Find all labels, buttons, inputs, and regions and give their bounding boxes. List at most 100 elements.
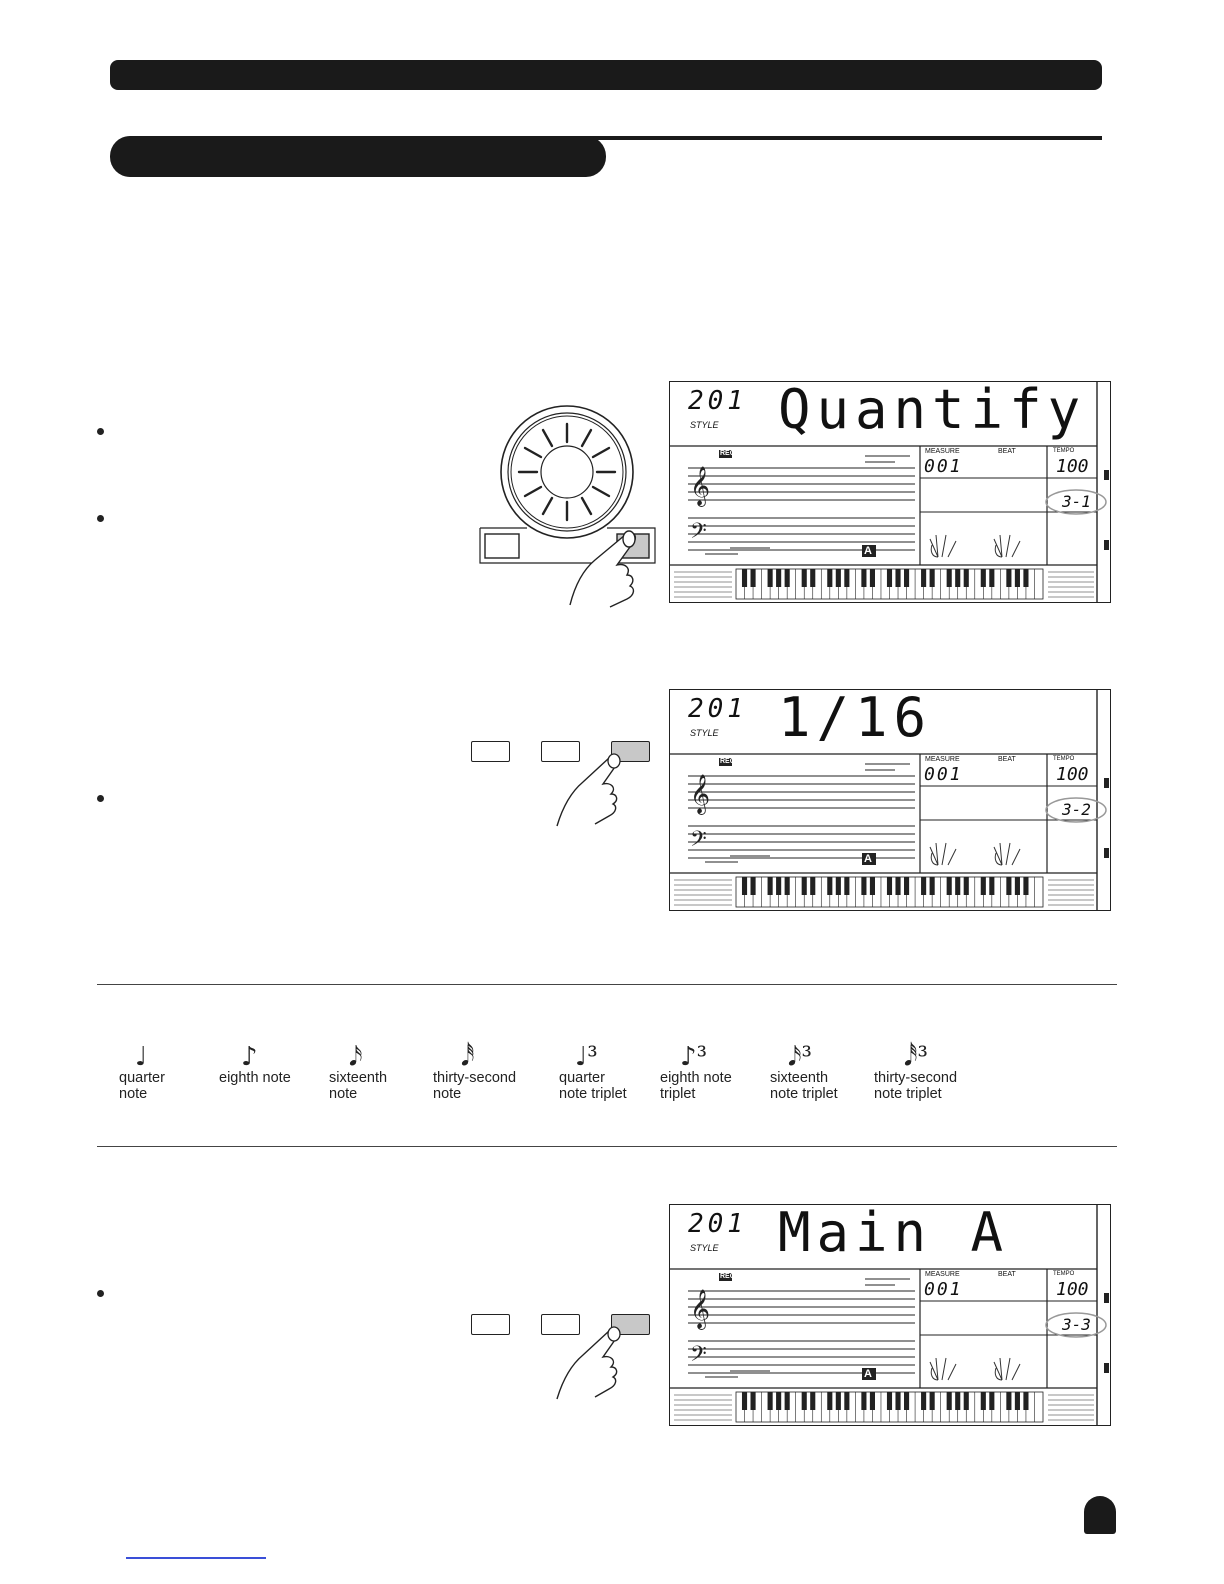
measure-label: MEASURE — [925, 448, 960, 455]
bullet-point — [97, 1290, 104, 1297]
black-key — [835, 877, 841, 895]
black-key — [929, 569, 935, 587]
black-key — [989, 1392, 995, 1410]
sixteenth-note-icon: 𝅘𝅥𝅯 — [349, 1042, 363, 1072]
function-button-1[interactable] — [471, 1314, 510, 1335]
black-key — [1006, 569, 1012, 587]
black-key — [921, 1392, 927, 1410]
function-button-3[interactable] — [611, 1314, 650, 1335]
measure-label: MEASURE — [925, 1271, 960, 1278]
black-key — [1014, 877, 1020, 895]
note-eighth-triplet: ♪³ eighth note triplet — [660, 1044, 760, 1102]
lcd-main-text: 1/16 — [778, 686, 933, 749]
function-button-1[interactable] — [471, 741, 510, 762]
minus-button[interactable] — [484, 533, 520, 559]
black-key — [784, 1392, 790, 1410]
black-key — [1006, 1392, 1012, 1410]
function-button-2[interactable] — [541, 741, 580, 762]
black-key — [963, 569, 969, 587]
lcd-main-text: Main A — [778, 1201, 1010, 1264]
black-key — [784, 569, 790, 587]
black-key — [776, 569, 782, 587]
black-key — [741, 569, 748, 587]
step-callout: 3-2 — [1062, 800, 1091, 819]
eighth-triplet-icon: ♪³ — [680, 1042, 708, 1072]
black-key — [1006, 877, 1012, 895]
style-number: 201 — [688, 1209, 747, 1239]
note-label: thirty-second — [433, 1070, 517, 1086]
style-label: STYLE — [690, 420, 719, 430]
note-label: thirty-second — [874, 1070, 958, 1086]
quarter-note-icon: ♩ — [135, 1042, 148, 1072]
black-key — [750, 569, 756, 587]
measure-label: MEASURE — [925, 756, 960, 763]
note-label: note triplet — [559, 1086, 627, 1102]
lcd-display-2: 𝄞 𝄢 201 STYLE 1/16 REC MEASURE BEAT TEMP… — [669, 686, 1111, 911]
black-key — [989, 877, 995, 895]
black-key — [929, 877, 935, 895]
thirty-second-note-icon: 𝅘𝅥𝅰 — [461, 1042, 475, 1072]
style-number: 201 — [688, 386, 747, 416]
svg-text:𝄞: 𝄞 — [690, 774, 710, 815]
note-quarter: ♩ quarter note — [119, 1044, 219, 1102]
pressing-finger-icon — [556, 1326, 621, 1400]
section-indicator: A — [864, 853, 872, 865]
beat-label: BEAT — [998, 448, 1016, 455]
rec-label: REC — [720, 758, 735, 765]
black-key — [886, 569, 893, 587]
black-key — [801, 569, 807, 587]
treble-clef-icon: 𝄞 — [690, 466, 710, 507]
note-label: sixteenth — [329, 1070, 388, 1086]
black-key — [869, 569, 876, 587]
data-dial-icon[interactable] — [500, 405, 634, 539]
black-key — [827, 569, 833, 587]
black-key — [810, 569, 816, 587]
black-key — [844, 569, 850, 587]
section-rule — [560, 136, 1102, 140]
black-key — [776, 877, 782, 895]
black-key — [776, 1392, 782, 1410]
black-key — [861, 569, 867, 587]
note-label: sixteenth — [770, 1070, 829, 1086]
bass-clef-icon: 𝄢 — [690, 519, 707, 549]
style-label: STYLE — [690, 728, 719, 738]
black-key — [844, 877, 850, 895]
beat-label: BEAT — [998, 1271, 1016, 1278]
eighth-note-icon: ♪ — [241, 1042, 258, 1072]
black-key — [741, 877, 748, 895]
black-key — [903, 1392, 910, 1410]
black-key — [946, 1392, 952, 1410]
black-key — [1023, 569, 1029, 587]
black-key — [946, 877, 952, 895]
pressing-finger-icon — [569, 530, 637, 608]
note-label: note — [329, 1086, 358, 1102]
black-key — [895, 1392, 901, 1410]
lcd-display-1: 𝄞 𝄢 201 STYLE Quantify REC MEASURE BEAT … — [669, 378, 1111, 603]
function-button-2[interactable] — [541, 1314, 580, 1335]
black-key — [741, 1392, 748, 1410]
black-key — [929, 1392, 935, 1410]
black-key — [955, 877, 961, 895]
function-button-3[interactable] — [611, 741, 650, 762]
pressing-finger-icon — [556, 753, 621, 827]
bullet-point — [97, 428, 104, 435]
svg-text:𝄞: 𝄞 — [690, 1289, 710, 1330]
tempo-value: 100 — [1056, 764, 1089, 785]
black-key — [810, 877, 816, 895]
note-sixteenth-triplet: 𝅘𝅥𝅯³ sixteenth note triplet — [770, 1044, 870, 1102]
black-key — [980, 569, 986, 587]
beat-label: BEAT — [998, 756, 1016, 763]
note-label: note — [119, 1086, 148, 1102]
note-eighth: ♪ eighth note — [219, 1044, 319, 1086]
black-key — [963, 1392, 969, 1410]
black-key — [955, 569, 961, 587]
note-quarter-triplet: ♩³ quarter note triplet — [559, 1044, 659, 1102]
black-key — [835, 1392, 841, 1410]
svg-text:𝄢: 𝄢 — [690, 827, 707, 857]
black-key — [1014, 1392, 1020, 1410]
footer-link-underline[interactable] — [126, 1557, 266, 1559]
black-key — [903, 569, 910, 587]
black-key — [835, 569, 841, 587]
black-key — [827, 1392, 833, 1410]
black-key — [869, 1392, 876, 1410]
